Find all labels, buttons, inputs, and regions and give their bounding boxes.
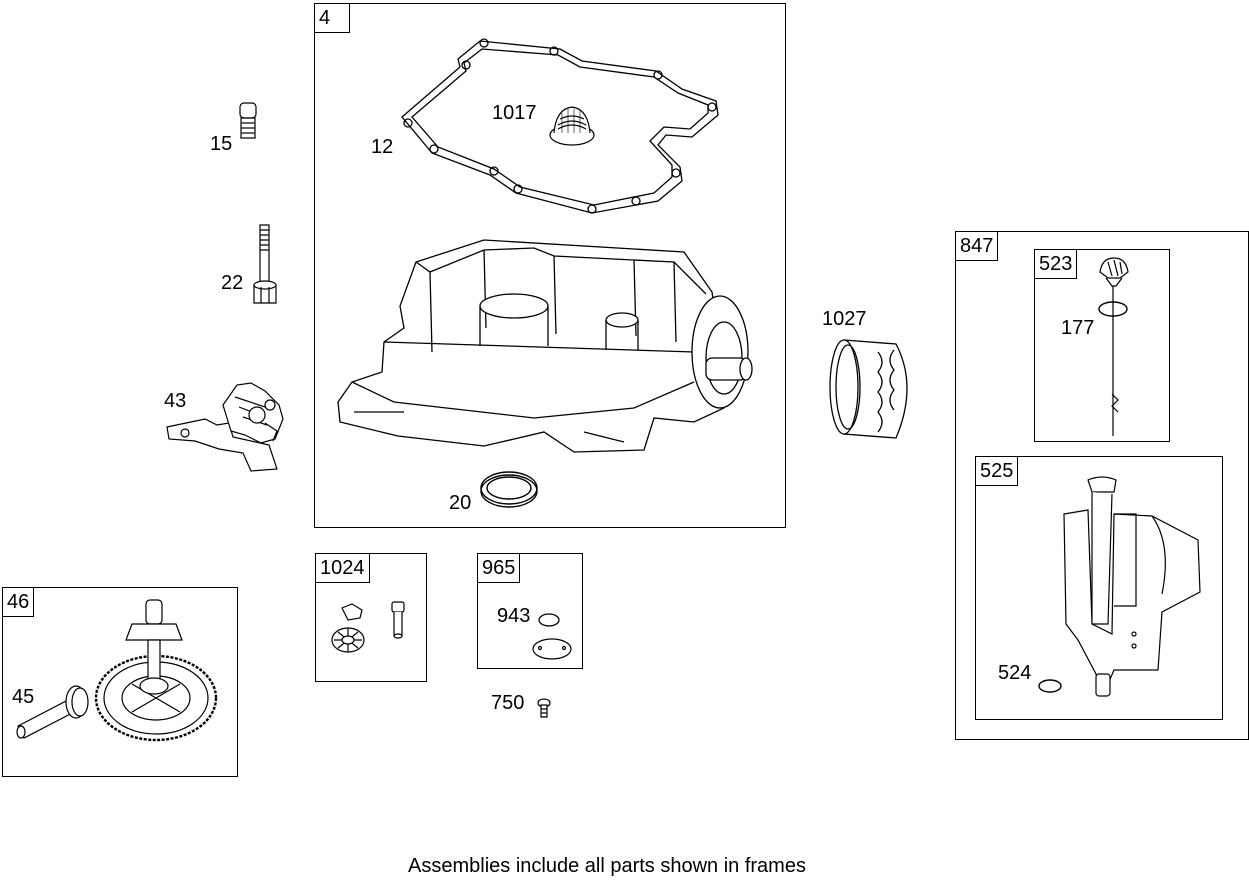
frame-label-1024: 1024 [316, 554, 370, 583]
frame-label-46: 46 [3, 588, 35, 617]
gasket-part-drawing [396, 25, 726, 220]
frame-label-523: 523 [1035, 250, 1078, 279]
oil-filter-part-drawing [824, 330, 920, 442]
frame-1024: 1024 [315, 553, 427, 682]
engine-sump-part-drawing [334, 232, 754, 462]
part-label-12: 12 [371, 136, 394, 158]
frame-label-965: 965 [478, 554, 521, 583]
part-label-22: 22 [221, 272, 244, 294]
oil-screen-part-drawing [546, 103, 598, 149]
frame-525: 525 [975, 456, 1223, 720]
dipstick-tube-part-drawing [1052, 474, 1202, 700]
frame-46: 46 [2, 587, 238, 777]
part-label-524: 524 [998, 662, 1032, 684]
part-label-43: 43 [164, 390, 187, 412]
part-label-45: 45 [12, 686, 35, 708]
part-label-1027: 1027 [822, 308, 867, 330]
governor-shaft-part-drawing [14, 680, 94, 742]
governor-gear-part-drawing [92, 594, 222, 750]
governor-bracket-part-drawing [165, 375, 295, 475]
frame-965: 965 [477, 553, 583, 669]
part-label-1017: 1017 [492, 102, 537, 124]
frame-label-847: 847 [956, 232, 999, 261]
screw-part-drawing [535, 697, 553, 721]
sealing-ring-drawing [536, 610, 562, 630]
part-label-943: 943 [497, 605, 531, 627]
part-label-20: 20 [449, 492, 472, 514]
frame-label-4: 4 [315, 4, 350, 33]
footer-note: Assemblies include all parts shown in fr… [408, 855, 806, 877]
frame-523: 523 [1034, 249, 1170, 442]
part-label-15: 15 [210, 133, 233, 155]
o-ring-part-drawing [1096, 298, 1130, 320]
tube-o-ring-part-drawing [1036, 676, 1064, 696]
oil-seal-part-drawing [478, 468, 540, 510]
part-label-750: 750 [491, 692, 525, 714]
frame-4: 4 [314, 3, 786, 528]
frame-label-525: 525 [976, 457, 1019, 486]
bolt-part-drawing [250, 222, 280, 310]
plug-part-drawing [234, 100, 264, 142]
dipstick-part-drawing [1090, 254, 1140, 440]
part-label-177: 177 [1061, 317, 1095, 339]
governor-parts-kit-drawing [328, 596, 418, 662]
cover-plate-drawing [530, 636, 574, 662]
